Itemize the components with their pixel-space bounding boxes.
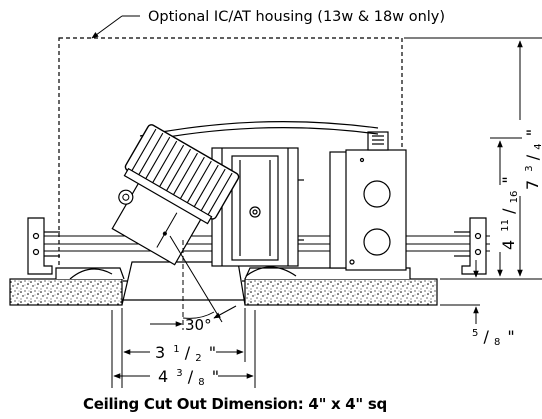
width-outer-numerator: 3	[176, 368, 182, 379]
ceiling-thickness-numerator: 5	[472, 328, 478, 339]
width-inner-mark: "	[209, 343, 216, 362]
width-outer-dimension: 4 3 / 8 "	[113, 361, 254, 389]
svg-text:5 / 8 ": 5 / 8 "	[472, 321, 515, 349]
svg-text:7 3 / 4: 7 3 / 4 "	[517, 129, 542, 190]
width-inner-numerator: 1	[173, 344, 179, 355]
mounting-frame	[55, 266, 411, 280]
width-inner-dimension: 3 1 / 2 "	[123, 337, 244, 365]
width-inner-slash: /	[185, 343, 191, 362]
svg-text:3 1 / 2: 3 1 / 2 "	[155, 337, 216, 365]
height-housing-whole: 7	[523, 180, 542, 190]
svg-text:4 11 / 16: 4 11 / 16 "	[493, 176, 521, 250]
housing-callout-text: Optional IC/AT housing (13w & 18w only)	[148, 9, 445, 25]
width-outer-denominator: 8	[198, 377, 204, 388]
tilt-angle-label: 30°	[185, 316, 212, 334]
height-housing-slash: /	[523, 154, 542, 160]
width-inner-whole: 3	[155, 343, 165, 362]
width-inner-denominator: 2	[195, 353, 201, 364]
height-housing-numerator: 3	[524, 165, 535, 171]
housing-callout-leader	[91, 15, 140, 39]
bar-hanger-left	[27, 217, 60, 275]
height-fixture-numerator: 11	[500, 219, 511, 232]
height-fixture-denominator: 16	[509, 191, 520, 204]
svg-text:4 3 / 8: 4 3 / 8 "	[158, 361, 219, 389]
height-fixture-slash: /	[499, 208, 518, 214]
height-fixture-whole: 4	[499, 240, 518, 250]
ceiling-thickness-mark: "	[507, 327, 514, 346]
ceiling-thickness-dimension: 5 / 8 "	[472, 260, 515, 349]
lamp-housing	[111, 124, 240, 266]
height-fixture-dimension: 4 11 / 16 "	[490, 137, 522, 277]
height-housing-denominator: 4	[533, 143, 542, 149]
aperture-centerline	[150, 235, 237, 330]
height-fixture-mark: "	[499, 176, 518, 183]
dimension-extension-lines	[111, 308, 256, 388]
width-outer-mark: "	[212, 367, 219, 386]
bar-hanger-right	[454, 217, 487, 275]
ceiling-thickness-slash: /	[483, 327, 489, 346]
width-outer-whole: 4	[158, 367, 168, 386]
ceiling-reference-lines	[440, 278, 542, 306]
ceiling-thickness-denominator: 8	[494, 337, 500, 348]
height-housing-dimension: 7 3 / 4 "	[404, 37, 542, 277]
center-bracket	[211, 147, 304, 267]
width-outer-slash: /	[188, 367, 194, 386]
height-housing-mark: "	[523, 129, 542, 136]
cutout-caption: Ceiling Cut Out Dimension: 4" x 4" sq	[83, 395, 387, 413]
ceiling-left	[9, 278, 123, 306]
ceiling-right	[244, 278, 438, 306]
junction-box	[329, 131, 407, 271]
